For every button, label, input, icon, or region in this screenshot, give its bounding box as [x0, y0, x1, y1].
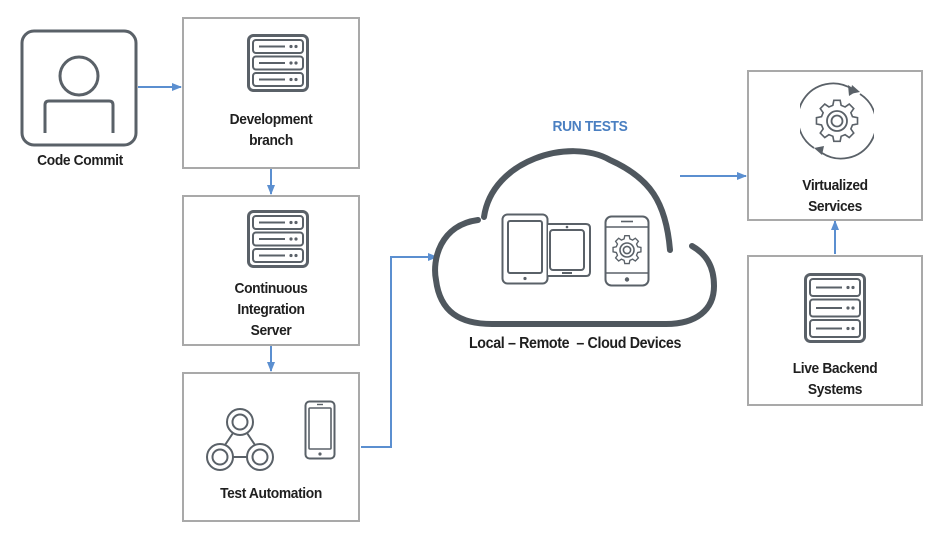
- node-virtualized-services: [747, 70, 923, 221]
- virtualized-services-label-line2: Services: [808, 198, 862, 215]
- server-rack-icon: [247, 210, 309, 268]
- virtualized-services-label-line1: Virtualized: [802, 177, 868, 194]
- phone-gear-icon: [604, 215, 650, 287]
- development-branch-label-line1: Development: [229, 111, 313, 128]
- node-ci-server: [182, 195, 360, 346]
- live-backend-label-line1: Live Backend: [792, 360, 878, 377]
- arrow-test-automation-to-cloud: [361, 253, 438, 448]
- smartphone-icon: [304, 400, 336, 460]
- server-rack-icon: [247, 34, 309, 92]
- user-icon: [20, 29, 138, 147]
- test-automation-label: Test Automation: [220, 485, 322, 502]
- gear-cycle-icon: [800, 82, 874, 160]
- server-rack-icon: [804, 273, 866, 343]
- node-development-branch: [182, 17, 360, 169]
- node-live-backend: [747, 255, 923, 406]
- code-commit-label: Code Commit: [37, 152, 123, 169]
- cloud-devices-label: Local – Remote – Cloud Devices: [468, 335, 682, 352]
- landscape-tablet-icon: [548, 223, 591, 277]
- ci-server-label-line3: Server: [250, 322, 292, 339]
- tablet-icon: [501, 213, 549, 285]
- ci-server-label-line2: Integration: [237, 301, 305, 318]
- ci-server-label-line1: Continuous: [234, 280, 308, 297]
- cloud-icon: [432, 148, 718, 327]
- run-tests-title: RUN TESTS: [552, 118, 628, 135]
- development-branch-label-line2: branch: [249, 132, 293, 149]
- live-backend-label-line2: Systems: [807, 381, 863, 398]
- workflow-nodes-icon: [206, 408, 274, 471]
